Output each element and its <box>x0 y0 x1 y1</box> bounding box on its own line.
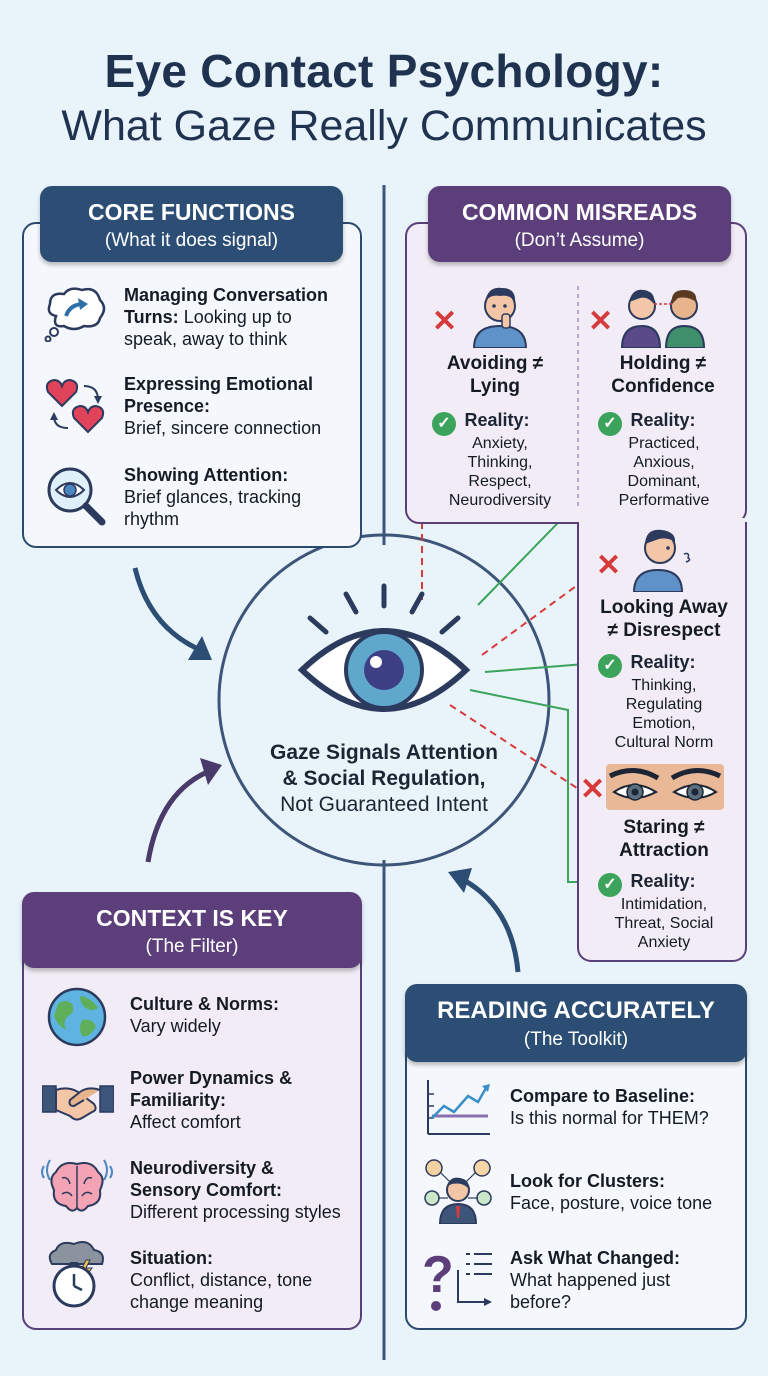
svg-text:?: ? <box>422 1246 454 1304</box>
misread-avoiding-reality: Anxiety, Thinking, Respect, Neurodiversi… <box>448 435 552 509</box>
brain-icon <box>41 1159 113 1212</box>
hearts-icon <box>45 378 105 434</box>
x-icon: ✕ <box>588 305 614 338</box>
line-chart-icon <box>427 1080 490 1135</box>
center-statement: Gaze Signals Attention & Social Regulati… <box>270 741 498 816</box>
x-icon: ✕ <box>432 305 458 338</box>
magnifier-eye-icon <box>47 467 106 526</box>
center-circle <box>217 533 551 867</box>
misread-looking-away: Looking Away ≠ Disrespect <box>600 597 728 641</box>
common-misreads-header: COMMON MISREADS (Don’t Assume) <box>428 186 731 262</box>
x-icon: ✕ <box>596 549 622 582</box>
context-item-neurodiversity: Neurodiversity & Sensory Comfort: Differ… <box>130 1158 341 1222</box>
core-functions-header: CORE FUNCTIONS (What it does signal) <box>40 186 343 262</box>
person-network-icon <box>424 1159 492 1224</box>
reading-panel <box>405 1022 747 1330</box>
x-icon: ✕ <box>580 773 606 806</box>
person-thinking-icon <box>472 287 528 348</box>
thought-bubble-icon <box>44 287 106 342</box>
context-item-culture: Culture & Norms: Vary widely <box>130 994 280 1036</box>
check-icon: ✓ <box>598 654 622 678</box>
page-subtitle: What Gaze Really Communicates <box>61 102 707 150</box>
eye-icon <box>297 583 471 712</box>
misread-staring: Staring ≠ Attraction <box>619 817 709 861</box>
storm-clock-icon <box>48 1241 104 1308</box>
globe-icon <box>47 987 107 1047</box>
misread-holding-reality: Practiced, Anxious, Dominant, Performati… <box>618 435 710 509</box>
reading-item-clusters: Look for Clusters: Face, posture, voice … <box>510 1171 713 1213</box>
core-item-emotional: Expressing Emotional Presence: Brief, si… <box>124 374 322 438</box>
page-title: Eye Contact Psychology: <box>104 45 664 97</box>
core-item-attention: Showing Attention: Brief glances, tracki… <box>124 465 302 529</box>
reading-item-changed: Ask What Changed: What happened just bef… <box>510 1248 681 1312</box>
reading-header: READING ACCURATELY (The Toolkit) <box>405 984 747 1062</box>
misread-holding: Holding ≠ Confidence <box>611 353 715 397</box>
check-icon: ✓ <box>432 412 456 436</box>
question-flow-icon: ? <box>422 1246 492 1311</box>
misread-staring-reality: Intimidation, Threat, Social Anxiety <box>614 896 714 951</box>
core-item-conversation: Managing Conversation Turns: Looking up … <box>124 285 329 349</box>
check-icon: ✓ <box>598 412 622 436</box>
misread-looking-away-reality: Thinking, Regulating Emotion, Cultural N… <box>614 677 714 751</box>
staring-eyes-icon <box>606 764 724 810</box>
context-item-power: Power Dynamics & Familiarity: Affect com… <box>130 1068 293 1132</box>
person-looking-away-icon <box>632 529 691 592</box>
two-people-staring-icon <box>620 289 706 348</box>
misread-avoiding: Avoiding ≠ Lying <box>446 353 544 397</box>
context-item-situation: Situation: Conflict, distance, tone chan… <box>130 1248 313 1312</box>
check-icon: ✓ <box>598 873 622 897</box>
common-misreads-panel <box>405 222 747 524</box>
reading-item-baseline: Compare to Baseline: Is this normal for … <box>510 1086 709 1128</box>
handshake-icon <box>42 1085 114 1121</box>
context-header: CONTEXT IS KEY (The Filter) <box>22 892 362 968</box>
